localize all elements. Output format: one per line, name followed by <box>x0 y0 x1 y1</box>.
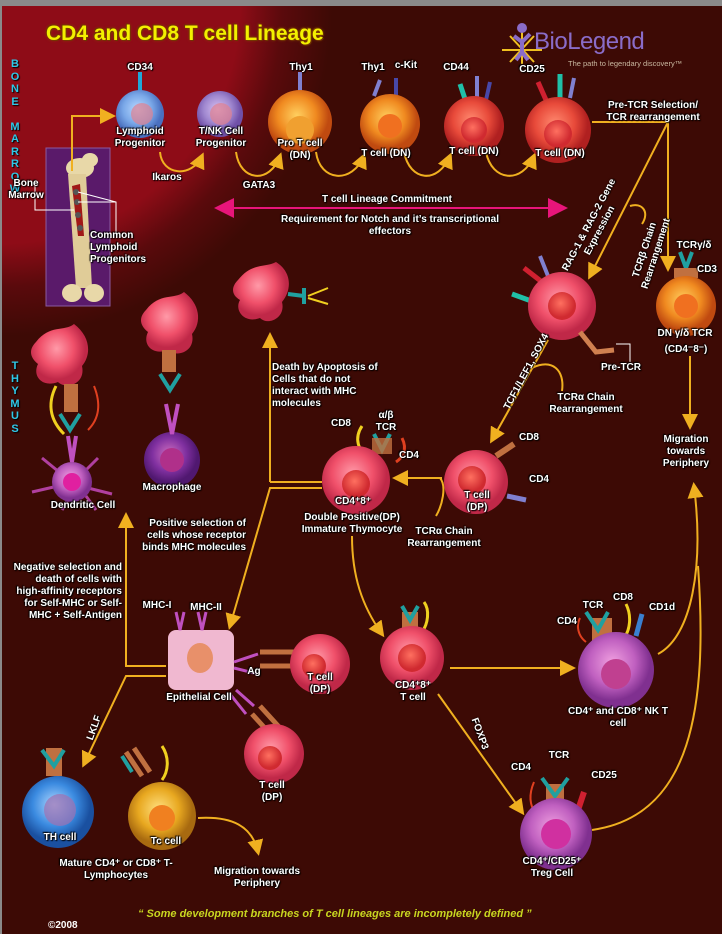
cell-apoptotic <box>233 262 329 322</box>
nkt-cd1d-marker: CD1d <box>648 602 676 613</box>
tcr-alpha-label-1: TCRα Chain Rearrangement <box>549 392 623 415</box>
clp-label: Common Lymphoid Progenitors <box>90 230 147 265</box>
pre-tcr-selection-label: Pre-TCR Selection/ TCR rearrangement <box>606 100 700 123</box>
nkt-label: CD4⁺ and CD8⁺ NK T cell <box>568 706 669 729</box>
gd-cd3-marker: CD3 <box>696 264 717 275</box>
brand-name: BioLegend <box>534 28 645 55</box>
thymocyte-label: Double Positive(DP) Immature Thymocyte <box>301 512 403 535</box>
epithelial-cell-label: Epithelial Cell <box>166 692 232 703</box>
cell-lymphoid-progenitor <box>116 72 164 138</box>
antigen-label: Ag <box>247 666 261 677</box>
label-dn-2: T cell (DN) <box>449 146 499 157</box>
thymocyte-cd8-marker: CD8 <box>330 418 351 429</box>
treg-label: CD4⁺/CD25⁺ Treg Cell <box>522 856 582 879</box>
tf-gata3: GATA3 <box>242 180 276 191</box>
tcr-alpha-label-2: TCRα Chain Rearrangement <box>407 526 481 549</box>
page-title: CD4 and CD8 T cell Lineage <box>46 22 324 45</box>
epithelial-tcell-2-label: T cell (DP) <box>259 780 285 803</box>
dp-cd8-marker: CD8 <box>518 432 539 443</box>
label-dn-3: T cell (DN) <box>535 148 585 159</box>
epithelial-tcell-1-label: T cell (DP) <box>307 672 333 695</box>
apoptosis-label: Death by Apoptosis of Cells that do not … <box>272 362 378 409</box>
cell-dp-tcell <box>380 601 444 690</box>
cell-epithelial <box>168 611 259 715</box>
th-cell-label: TH cell <box>43 832 77 843</box>
nkt-cd8-marker: CD8 <box>612 592 633 603</box>
cell-dp-epithelial-1 <box>260 634 350 694</box>
cell-th <box>22 748 94 848</box>
cell-tcell-on-macrophage <box>141 292 199 394</box>
label-pro-t-cell: Pro T cell (DN) <box>277 138 323 161</box>
cell-tc <box>120 745 196 850</box>
mature-label: Mature CD4⁺ or CD8⁺ T-Lymphocytes <box>59 858 173 881</box>
brand-tagline: The path to legendary discovery™ <box>568 59 683 68</box>
thymocyte-cd4-marker: CD4 <box>398 450 419 461</box>
marker-thy1-a: Thy1 <box>289 62 313 73</box>
dp-cell-label: T cell (DP) <box>464 490 490 513</box>
migration-periphery-1: Migration towards Periphery <box>662 434 710 469</box>
cell-dp-right <box>444 441 527 514</box>
nkt-tcr-marker: TCR <box>582 600 604 611</box>
label-lymphoid-progenitor: Lymphoid Progenitor <box>114 126 166 149</box>
tc-cell-label: Tc cell <box>150 836 182 847</box>
migration-periphery-2: Migration towards Periphery <box>213 866 301 889</box>
treg-cd4-marker: CD4 <box>510 762 531 773</box>
bone-icon <box>62 153 104 302</box>
dp-tcell-label: T cell <box>400 692 426 703</box>
gd-cell-label: DN γ/δ TCR <box>657 328 713 339</box>
cell-gamma-delta <box>656 251 716 336</box>
marker-cd44: CD44 <box>443 62 469 73</box>
label-dn-1: T cell (DN) <box>361 148 411 159</box>
tf-ikaros: Ikaros <box>152 172 182 183</box>
commitment-title: T cell Lineage Commitment <box>321 194 453 205</box>
macrophage-label: Macrophage <box>142 482 202 493</box>
nkt-cd4-marker: CD4 <box>556 616 577 627</box>
gd-tcr-marker: TCRγ/δ <box>676 240 712 251</box>
diagram-graphics <box>22 23 716 870</box>
pre-tcr-label: Pre-TCR <box>600 362 641 373</box>
cell-dn-cd44 <box>444 76 504 156</box>
mhc1-label: MHC-I <box>142 600 172 611</box>
gd-cell-phenotype: (CD4⁻8⁻) <box>664 344 708 355</box>
biolegend-logo-icon <box>502 23 542 64</box>
cell-pre-tcr <box>511 255 615 355</box>
cell-dendritic <box>31 435 113 511</box>
dendritic-cell-label: Dendritic Cell <box>50 500 116 511</box>
diagram-canvas: CD4 and CD8 T cell Lineage BioLegend The… <box>2 6 722 934</box>
negative-selection-label: Negative selection and death of cells wi… <box>13 562 122 621</box>
dp-cd4-marker: CD4 <box>528 474 549 485</box>
cell-tnk-progenitor <box>197 91 243 137</box>
cell-nkt <box>577 603 654 708</box>
mhc2-label: MHC-II <box>190 602 222 613</box>
thymocyte-phenotype: CD4⁺8⁺ <box>334 496 372 507</box>
positive-selection-label: Positive selection of cells whose recept… <box>142 518 246 553</box>
footnote-quote: “ Some development branches of T cell li… <box>138 908 532 920</box>
commitment-subtitle: Requirement for Notch and it’s transcrip… <box>281 214 499 237</box>
thymocyte-tcr-marker: α/β TCR <box>375 410 397 433</box>
treg-cd25-marker: CD25 <box>591 770 617 781</box>
cell-treg <box>520 776 592 870</box>
cell-macrophage <box>144 403 200 488</box>
cell-dp-thymocyte <box>322 425 406 514</box>
marker-thy1-b: Thy1 <box>361 62 385 73</box>
treg-tcr-marker: TCR <box>548 750 570 761</box>
cell-dp-epithelial-2 <box>244 704 304 784</box>
marker-cd25: CD25 <box>519 64 545 75</box>
cell-pro-t <box>268 72 332 154</box>
marker-cd34: CD34 <box>127 62 153 73</box>
cell-dn-cd25 <box>525 74 591 163</box>
copyright: ©2008 <box>48 920 78 931</box>
label-tnk-progenitor: T/NK Cell Progenitor <box>195 126 247 149</box>
bone-marrow-label: Bone Marrow <box>8 178 44 201</box>
dp-tcell-phenotype: CD4⁺8⁺ <box>394 680 432 691</box>
marker-ckit: c-Kit <box>394 60 418 71</box>
cell-tcell-on-dendritic <box>31 324 100 436</box>
cell-dn-ckit <box>360 78 420 154</box>
